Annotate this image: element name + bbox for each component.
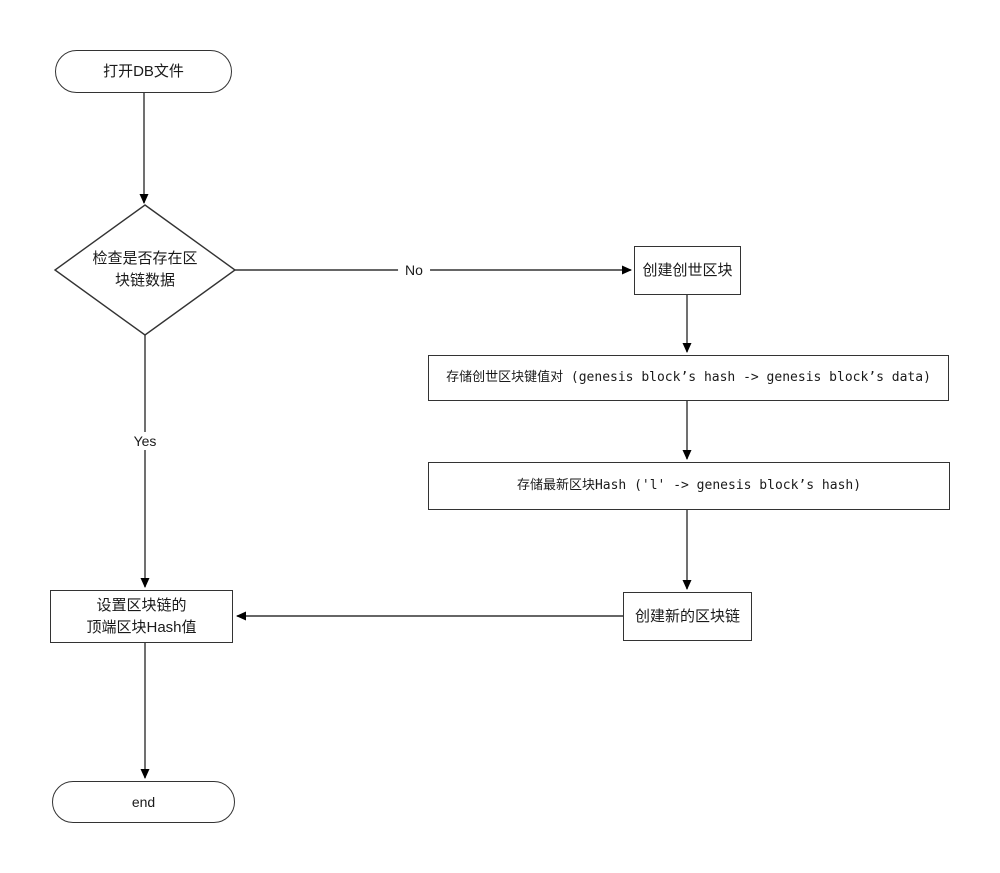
store-genesis-kv-node-label: 存储创世区块键值对 (genesis block’s hash -> genes…: [446, 369, 931, 385]
start-node: 打开DB文件: [55, 50, 232, 93]
edge-label-no: No: [398, 261, 430, 279]
store-latest-hash-node-label: 存储最新区块Hash ('l' -> genesis block’s hash): [516, 477, 862, 493]
start-node-label: 打开DB文件: [103, 62, 184, 80]
create-genesis-node: 创建创世区块: [634, 246, 741, 295]
decision-node: 检查是否存在区 块链数据: [65, 247, 225, 293]
create-new-chain-node: 创建新的区块链: [623, 592, 752, 641]
decision-node-label-line2: 块链数据: [114, 272, 175, 289]
decision-node-label-line1: 检查是否存在区: [92, 249, 198, 267]
create-genesis-node-label: 创建创世区块: [642, 261, 733, 279]
store-genesis-kv-node: 存储创世区块键值对 (genesis block’s hash -> genes…: [428, 355, 949, 401]
create-new-chain-node-label: 创建新的区块链: [634, 607, 740, 625]
set-tip-hash-node-label-line2: 顶端区块Hash值: [86, 618, 197, 636]
store-latest-hash-node: 存储最新区块Hash ('l' -> genesis block’s hash): [428, 462, 950, 510]
set-tip-hash-node: 设置区块链的 顶端区块Hash值: [50, 590, 233, 643]
end-node: end: [52, 781, 235, 823]
edge-label-yes: Yes: [126, 432, 164, 450]
set-tip-hash-node-label-line1: 设置区块链的: [96, 596, 187, 614]
end-node-label: end: [131, 793, 156, 810]
